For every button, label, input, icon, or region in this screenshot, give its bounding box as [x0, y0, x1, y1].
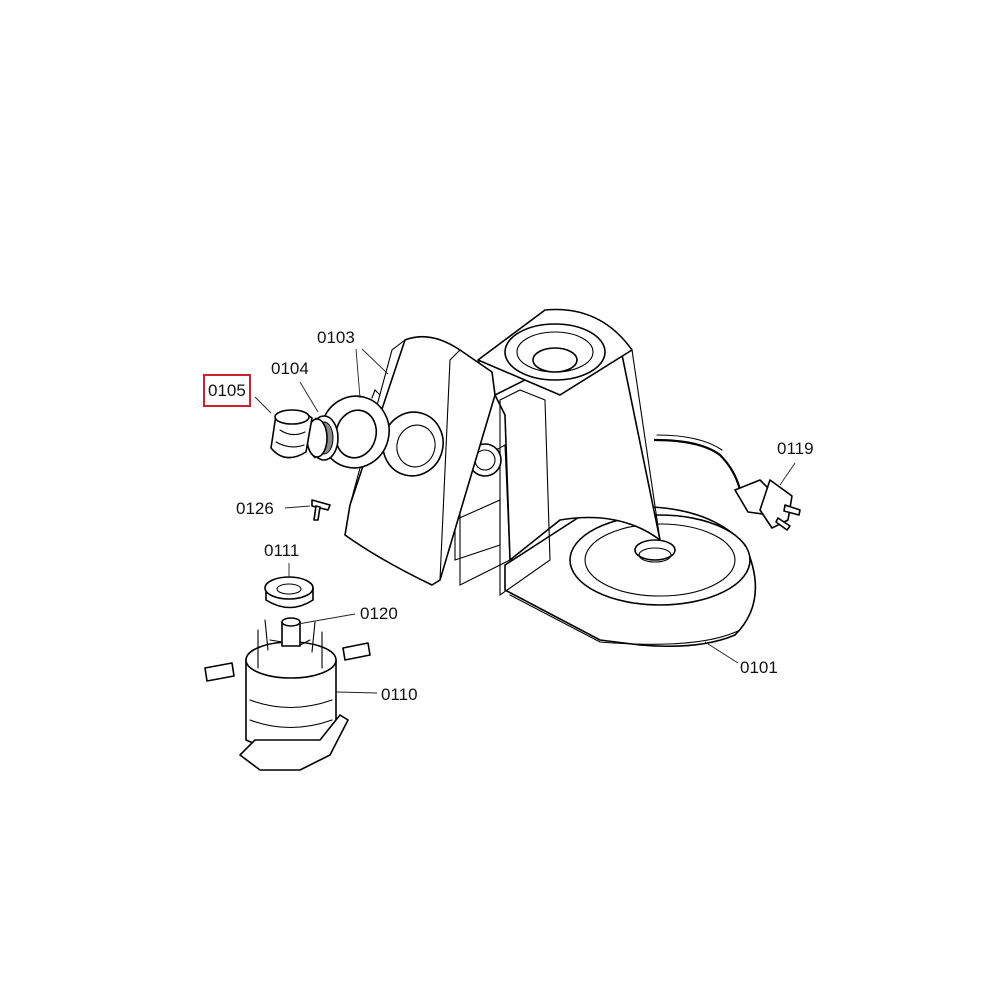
part-0120-coupling[interactable]: [281, 617, 301, 647]
callout-0101: 0101: [740, 658, 778, 677]
part-0105-cap[interactable]: [270, 409, 313, 459]
motor-brush-right: [342, 642, 371, 661]
callout-0105: 0105: [203, 374, 251, 407]
callout-0126: 0126: [236, 499, 274, 518]
motor-brush-left: [204, 662, 235, 682]
callout-0120: 0120: [360, 604, 398, 623]
callout-0103: 0103: [317, 328, 355, 347]
part-0110-motor[interactable]: [239, 619, 349, 771]
part-0103-front-cover[interactable]: [344, 335, 496, 586]
part-0101-housing[interactable]: [454, 308, 757, 647]
leader-lines: [254, 348, 796, 694]
part-0119-power-cord[interactable]: [653, 434, 801, 531]
part-0111-ring[interactable]: [264, 576, 314, 609]
callout-0104: 0104: [271, 359, 309, 378]
callout-0119: 0119: [777, 439, 814, 458]
callout-0111: 0111: [264, 541, 300, 560]
callout-0110: 0110: [381, 685, 418, 704]
part-0126-screw[interactable]: [311, 499, 331, 521]
